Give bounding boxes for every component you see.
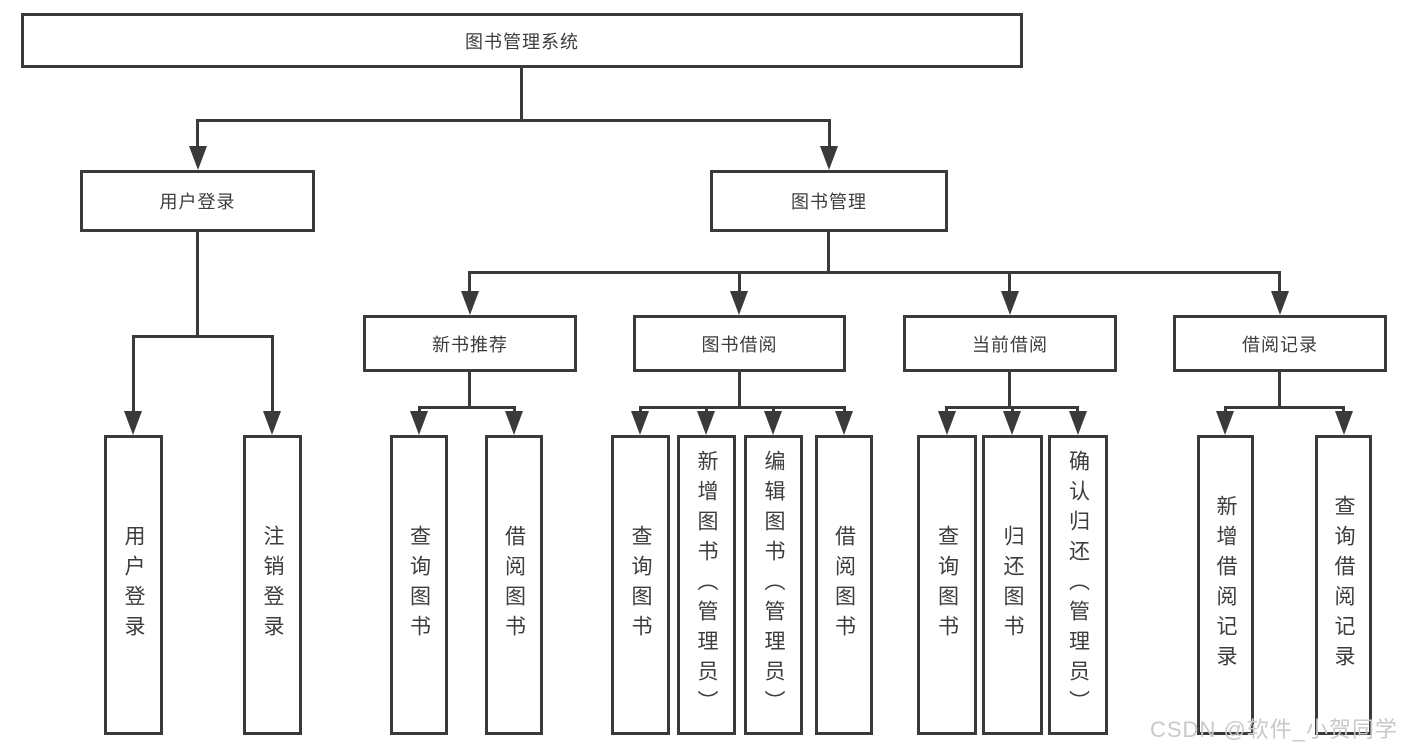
leaf-user-login: 用户登录 xyxy=(104,435,163,735)
arrowhead-down-icon xyxy=(263,411,281,435)
arrowhead-down-icon xyxy=(1335,411,1353,435)
node-label: 查询图书 xyxy=(407,525,431,645)
node-label: 图书管理系统 xyxy=(465,31,579,52)
leaf-query-book-1: 查询图书 xyxy=(390,435,448,735)
leaf-query-book-3: 查询图书 xyxy=(917,435,977,735)
connector-stem xyxy=(196,232,199,338)
connector-drop xyxy=(828,119,831,149)
leaf-borrow-book-2: 借阅图书 xyxy=(815,435,873,735)
arrowhead-down-icon xyxy=(1003,411,1021,435)
arrowhead-down-icon xyxy=(835,411,853,435)
connector-stem xyxy=(827,232,830,274)
connector-drop xyxy=(418,406,421,414)
arrowhead-down-icon xyxy=(697,411,715,435)
connector-drop xyxy=(132,335,135,413)
connector-rail xyxy=(1224,406,1345,409)
node-label: 用户登录 xyxy=(122,525,146,645)
arrowhead-down-icon xyxy=(1069,411,1087,435)
connector-drop xyxy=(945,406,948,414)
node-label: 新增借阅记录 xyxy=(1214,495,1238,675)
node-label: 图书借阅 xyxy=(701,334,778,355)
node-label: 借阅图书 xyxy=(502,525,526,645)
connector-rail xyxy=(418,406,516,409)
node-label: 归还图书 xyxy=(1001,525,1025,645)
connector-stem xyxy=(1278,372,1281,409)
connector-drop xyxy=(1076,406,1079,414)
arrowhead-down-icon xyxy=(461,291,479,315)
node-label: 借阅记录 xyxy=(1242,334,1318,355)
node-label: 确认归还（管理员） xyxy=(1066,450,1090,720)
node-label: 新增图书（管理员） xyxy=(695,450,719,720)
arrowhead-down-icon xyxy=(820,146,838,170)
arrowhead-down-icon xyxy=(938,411,956,435)
arrowhead-down-icon xyxy=(189,146,207,170)
node-label: 当前借阅 xyxy=(972,334,1048,355)
node-label: 新书推荐 xyxy=(432,334,508,355)
leaf-add-book-admin: 新增图书（管理员） xyxy=(677,435,736,735)
arrowhead-down-icon xyxy=(505,411,523,435)
node-root: 图书管理系统 xyxy=(21,13,1023,68)
node-label: 注销登录 xyxy=(261,525,285,645)
leaf-query-book-2: 查询图书 xyxy=(611,435,670,735)
leaf-borrow-book-1: 借阅图书 xyxy=(485,435,543,735)
node-label: 用户登录 xyxy=(159,192,236,212)
arrowhead-down-icon xyxy=(410,411,428,435)
leaf-confirm-return-admin: 确认归还（管理员） xyxy=(1048,435,1108,735)
connector-stem xyxy=(520,68,523,122)
connector-drop xyxy=(843,406,846,414)
connector-rail xyxy=(132,335,274,338)
node-user-login: 用户登录 xyxy=(80,170,315,232)
leaf-query-borrow-record: 查询借阅记录 xyxy=(1315,435,1372,735)
arrowhead-down-icon xyxy=(631,411,649,435)
connector-stem xyxy=(468,372,471,409)
node-label: 借阅图书 xyxy=(832,525,856,645)
connector-drop xyxy=(772,406,775,414)
node-borrow-record: 借阅记录 xyxy=(1173,315,1387,372)
leaf-edit-book-admin: 编辑图书（管理员） xyxy=(744,435,803,735)
connector-drop xyxy=(639,406,642,414)
connector-stem xyxy=(738,372,741,409)
connector-drop xyxy=(705,406,708,414)
node-label: 查询借阅记录 xyxy=(1332,495,1356,675)
connector-drop xyxy=(468,271,471,293)
connector-drop xyxy=(513,406,516,414)
connector-drop xyxy=(196,119,199,149)
leaf-return-book: 归还图书 xyxy=(982,435,1043,735)
arrowhead-down-icon xyxy=(730,291,748,315)
arrowhead-down-icon xyxy=(124,411,142,435)
connector-drop xyxy=(1011,406,1014,414)
connector-rail xyxy=(196,119,831,122)
node-new-book-recommend: 新书推荐 xyxy=(363,315,577,372)
connector-drop xyxy=(1278,271,1281,293)
node-current-borrow: 当前借阅 xyxy=(903,315,1117,372)
node-label: 图书管理 xyxy=(791,192,867,212)
connector-drop xyxy=(1224,406,1227,414)
connector-drop xyxy=(1008,271,1011,293)
connector-stem xyxy=(1008,372,1011,409)
node-label: 编辑图书（管理员） xyxy=(762,450,786,720)
connector-drop xyxy=(738,271,741,293)
connector-drop xyxy=(1342,406,1345,414)
connector-rail xyxy=(639,406,846,409)
arrowhead-down-icon xyxy=(1271,291,1289,315)
arrowhead-down-icon xyxy=(1001,291,1019,315)
arrowhead-down-icon xyxy=(1216,411,1234,435)
csdn-watermark: CSDN @软件_小贺同学 xyxy=(1150,717,1399,742)
connector-drop xyxy=(271,335,274,413)
node-book-management: 图书管理 xyxy=(710,170,948,232)
node-book-borrow: 图书借阅 xyxy=(633,315,846,372)
leaf-add-borrow-record: 新增借阅记录 xyxy=(1197,435,1254,735)
arrowhead-down-icon xyxy=(764,411,782,435)
connector-rail xyxy=(468,271,1281,274)
node-label: 查询图书 xyxy=(935,525,959,645)
node-label: 查询图书 xyxy=(629,525,653,645)
leaf-logout: 注销登录 xyxy=(243,435,302,735)
